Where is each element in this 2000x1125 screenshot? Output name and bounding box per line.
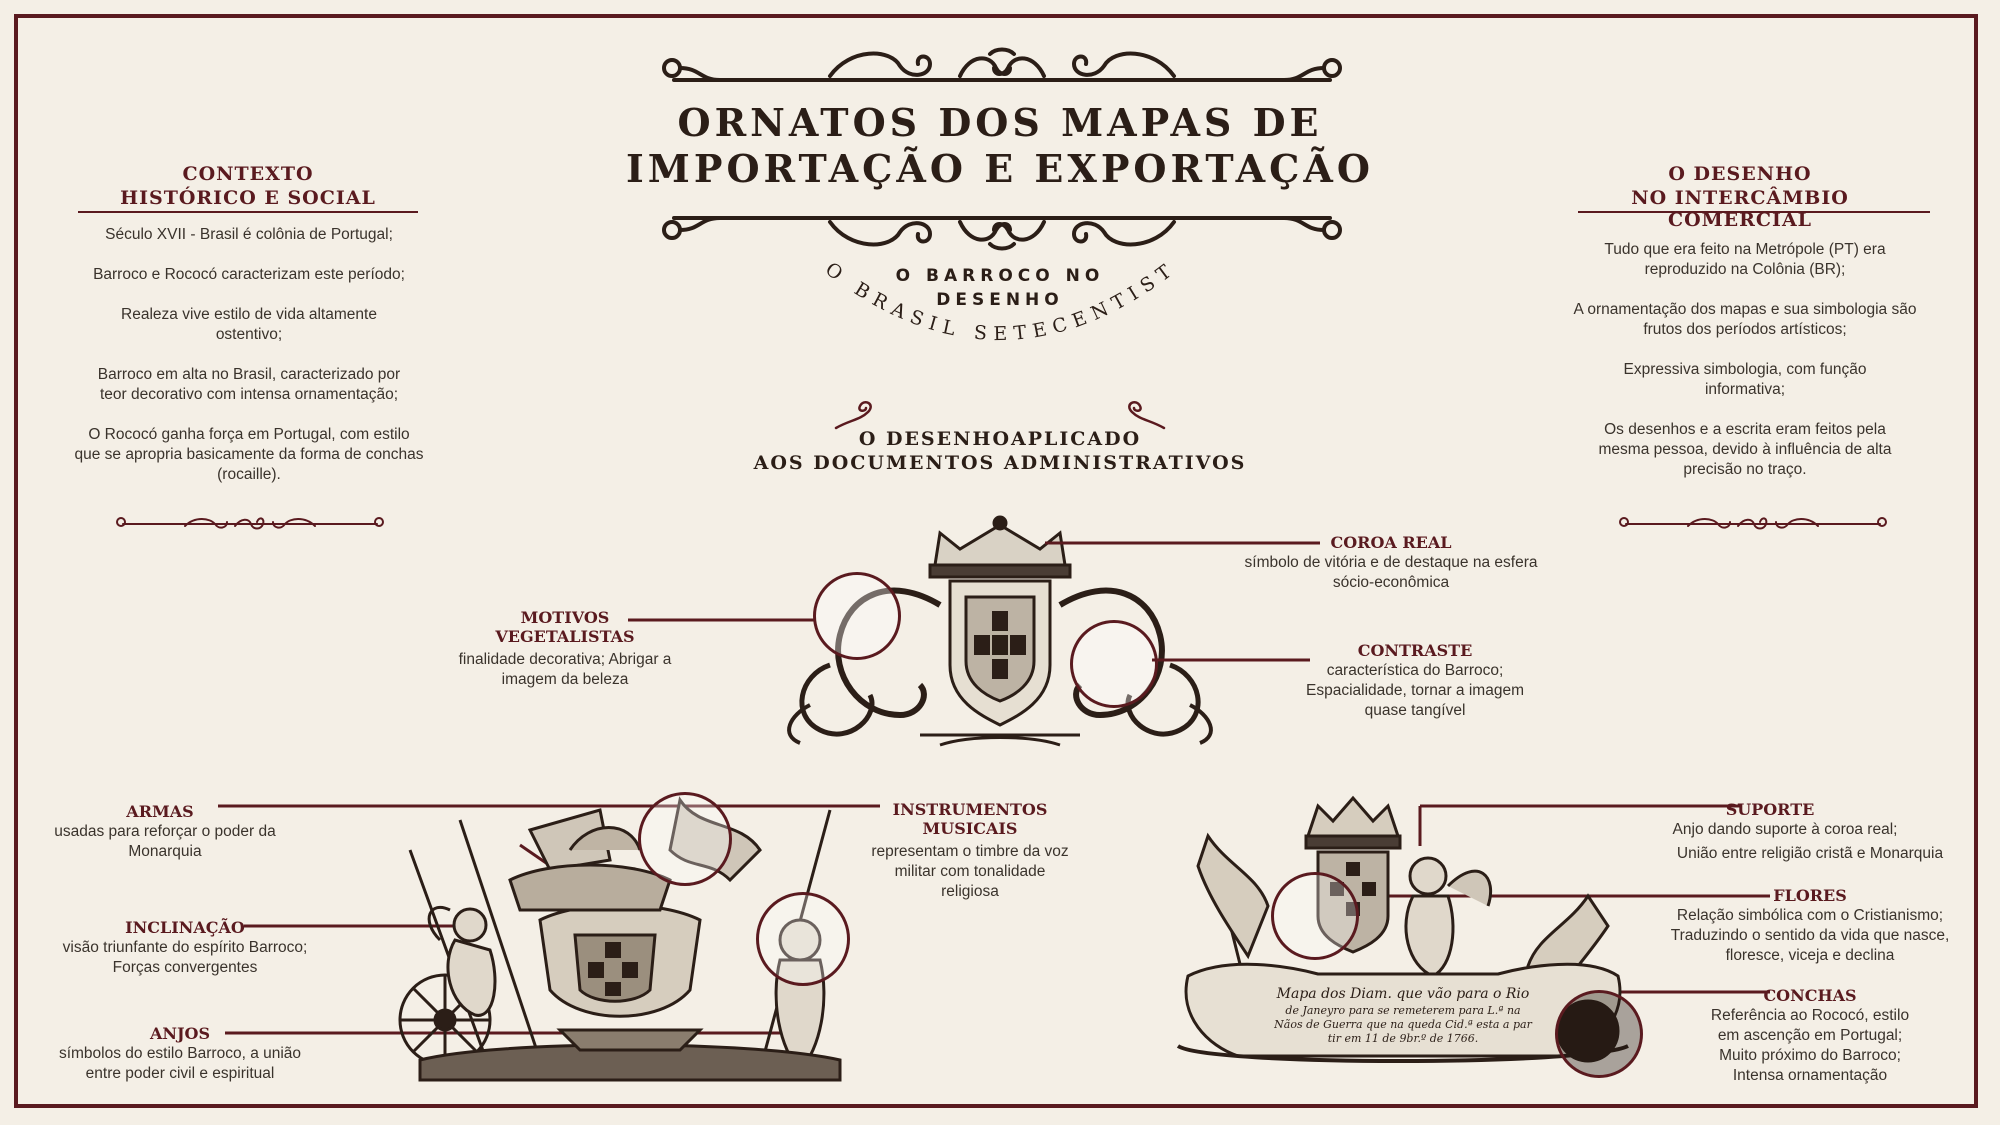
coroa-label-body: símbolo de vitória e de destaque na esfe… (1244, 554, 1538, 591)
left-paragraph: Barroco em alta no Brasil, caracterizado… (97, 366, 401, 403)
left-paragraph: Realeza vive estilo de vida altamente os… (121, 306, 377, 343)
cartouche-line-2: de Janeyro para se remeterem para L.ª na (1285, 1004, 1520, 1017)
anjos-label-body: símbolos do estilo Barroco, a união entr… (58, 1045, 302, 1082)
center-heading-line-1: O DESENHOAPLICADO (858, 428, 1142, 450)
left-heading-line-1: CONTEXTO (182, 163, 314, 185)
motivos-highlight-circle (813, 572, 901, 660)
right-paragraph: Tudo que era feito na Metrópole (PT) era… (1604, 241, 1886, 278)
instrumentos-label-body: representam o timbre da voz militar com … (871, 843, 1069, 900)
suporte-label-title: SUPORTE (1725, 800, 1815, 819)
inclinacao-label-title: INCLINAÇÃO (125, 918, 245, 937)
motivos-label-title: MOTIVOS VEGETALISTAS (495, 608, 635, 646)
flores-label-title: FLORES (1773, 886, 1847, 905)
flores-label-body: Relação simbólica com o Cristianismo; Tr… (1670, 907, 1950, 964)
left-heading-underline (78, 211, 418, 213)
flores-highlight-circle (1271, 872, 1359, 960)
instrumentos-highlight-circle (638, 792, 732, 886)
cartouche-line-1: Mapa dos Diam. que vão para o Rio (1276, 986, 1530, 1002)
inclinacao-label-body: visão triunfante do espírito Barroco; Fo… (62, 939, 308, 976)
left-paragraph: Século XVII - Brasil é colônia de Portug… (105, 226, 393, 243)
page-border (14, 14, 1978, 1108)
cartouche-line-4: tir em 11 de 9br.º de 1766. (1328, 1032, 1478, 1045)
contraste-highlight-circle (1070, 620, 1158, 708)
left-heading-line-2: HISTÓRICO E SOCIAL (120, 187, 376, 209)
anjos-highlight-circle (756, 892, 850, 986)
contraste-label-title: CONTRASTE (1357, 641, 1473, 660)
map-cartouche-illustration: Mapa dos Diam. que vão para o Rio de Jan… (1176, 795, 1629, 1063)
right-divider-ornament (1619, 517, 1887, 530)
subtitle-line-1: O BARROCO NO (895, 266, 1105, 286)
right-column-text: Tudo que era feito na Metrópole (PT) era… (1570, 240, 1920, 500)
conchas-label-body: Referência ao Rococó, estilo em ascenção… (1710, 1007, 1910, 1084)
title-line-2: IMPORTAÇÃO E EXPORTAÇÃO (626, 146, 1374, 191)
conchas-highlight-circle (1555, 990, 1643, 1078)
right-heading-line-2: NO INTERCÂMBIO COMERCIAL (1631, 187, 1849, 231)
subtitle-line-2: DESENHO (936, 290, 1064, 310)
left-column-text: Século XVII - Brasil é colônia de Portug… (74, 225, 424, 505)
armas-label-title: ARMAS (126, 802, 194, 821)
left-paragraph: O Rococó ganha força em Portugal, com es… (74, 426, 424, 483)
right-heading-underline (1578, 211, 1930, 213)
top-flourish-ornament (662, 47, 1342, 82)
anjos-label-title: ANJOS (149, 1024, 211, 1043)
subtitle-arc: DO BRASIL SETECENTISTA (789, 223, 1174, 345)
center-heading-line-2: AOS DOCUMENTOS ADMINISTRATIVOS (753, 452, 1247, 474)
suporte-label-body-2: União entre religião cristã e Monarquia (1676, 845, 1944, 862)
coroa-label-title: COROA REAL (1330, 533, 1452, 552)
right-heading-line-1: O DESENHO (1668, 163, 1812, 185)
bottom-flourish-ornament (662, 216, 1342, 251)
motivos-label-body: finalidade decorativa; Abrigar a imagem … (458, 651, 672, 688)
instrumentos-label-title: INSTRUMENTOS MUSICAIS (892, 800, 1048, 838)
military-trophy-illustration (398, 796, 842, 1082)
armas-label-body: usadas para reforçar o poder da Monarqui… (54, 823, 276, 860)
title-line-1: ORNATOS DOS MAPAS DE (677, 100, 1323, 145)
suporte-label-body-1: Anjo dando suporte à coroa real; (1672, 821, 1898, 838)
contraste-label-body: característica do Barroco; Espacialidade… (1306, 662, 1524, 719)
left-divider-ornament (116, 517, 384, 530)
right-paragraph: Expressiva simbologia, com função inform… (1623, 361, 1867, 398)
coat-of-arms-illustration (787, 515, 1213, 747)
left-paragraph: Barroco e Rococó caracterizam este perío… (93, 266, 405, 283)
center-heading-curls (834, 401, 1166, 430)
right-paragraph: Os desenhos e a escrita eram feitos pela… (1598, 421, 1892, 478)
conchas-label-title: CONCHAS (1763, 986, 1857, 1005)
right-paragraph: A ornamentação dos mapas e sua simbologi… (1573, 301, 1917, 338)
cartouche-line-3: Nãos de Guerra que na queda Cid.ª esta a… (1273, 1018, 1532, 1031)
